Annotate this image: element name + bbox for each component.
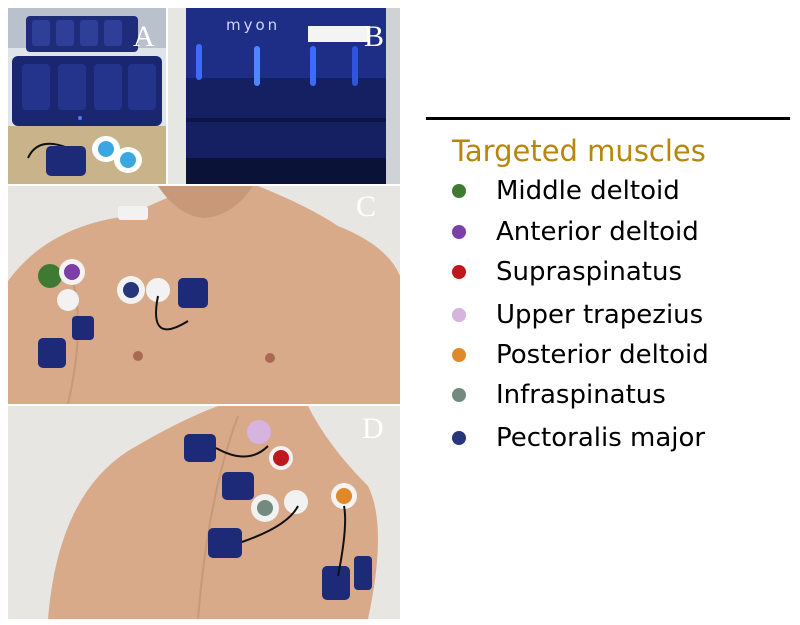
panel-d-label: D: [362, 412, 384, 445]
legend-item-label: Upper trapezius: [496, 300, 704, 330]
legend-color-dot: [452, 308, 466, 322]
panel-b-label: B: [364, 20, 385, 53]
legend-item-label: Infraspinatus: [496, 380, 666, 410]
sensor-unit-photo: [168, 8, 400, 184]
legend-item-label: Middle deltoid: [496, 176, 680, 206]
photo-panel-d: D: [8, 406, 400, 619]
legend-item-label: Posterior deltoid: [496, 340, 709, 370]
legend-item-label: Supraspinatus: [496, 257, 683, 287]
legend-color-dot: [452, 348, 466, 362]
legend-color-dot: [452, 265, 466, 279]
photo-panel-a: A: [8, 8, 166, 184]
legend-color-dot: [452, 388, 466, 402]
legend-item-label: Anterior deltoid: [496, 217, 699, 247]
charging-dock-photo: [8, 8, 166, 184]
photo-panel-c: C: [8, 186, 400, 404]
legend-color-dot: [452, 225, 466, 239]
legend-divider: [426, 117, 790, 120]
photo-panel-b: myon B: [168, 8, 400, 184]
back-torso-photo: [8, 406, 400, 619]
device-brand-text: myon: [226, 16, 281, 34]
legend-title: Targeted muscles: [452, 134, 706, 168]
front-torso-photo: [8, 186, 400, 404]
panel-a-label: A: [133, 20, 155, 53]
legend-color-dot: [452, 184, 466, 198]
legend-color-dot: [452, 431, 466, 445]
legend-item-label: Pectoralis major: [496, 423, 706, 453]
panel-c-label: C: [356, 190, 377, 223]
